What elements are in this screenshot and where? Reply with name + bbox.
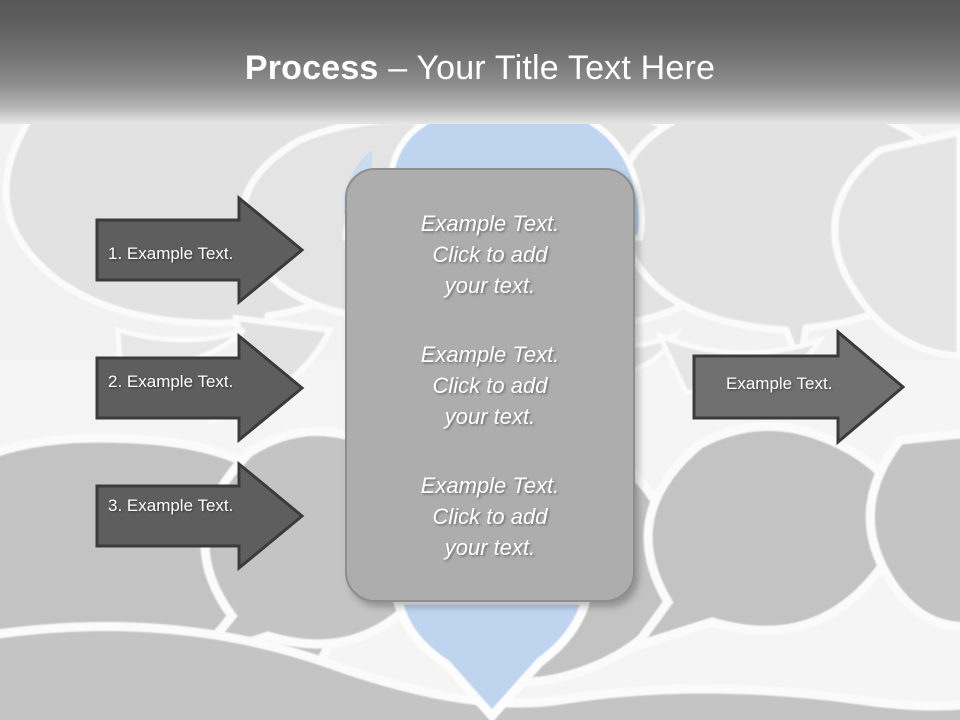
title-band [0, 0, 960, 124]
page-title: Process – Your Title Text Here [0, 47, 960, 89]
output-arrow[interactable] [692, 328, 908, 446]
process-box[interactable] [345, 168, 635, 602]
process-box-shape [345, 168, 635, 602]
page-title-rest: – Your Title Text Here [378, 49, 716, 87]
input-arrow-3[interactable] [95, 460, 307, 572]
input-arrow-1[interactable] [95, 194, 307, 306]
page-title-bold: Process [244, 49, 379, 87]
input-arrow-2[interactable] [95, 332, 307, 444]
